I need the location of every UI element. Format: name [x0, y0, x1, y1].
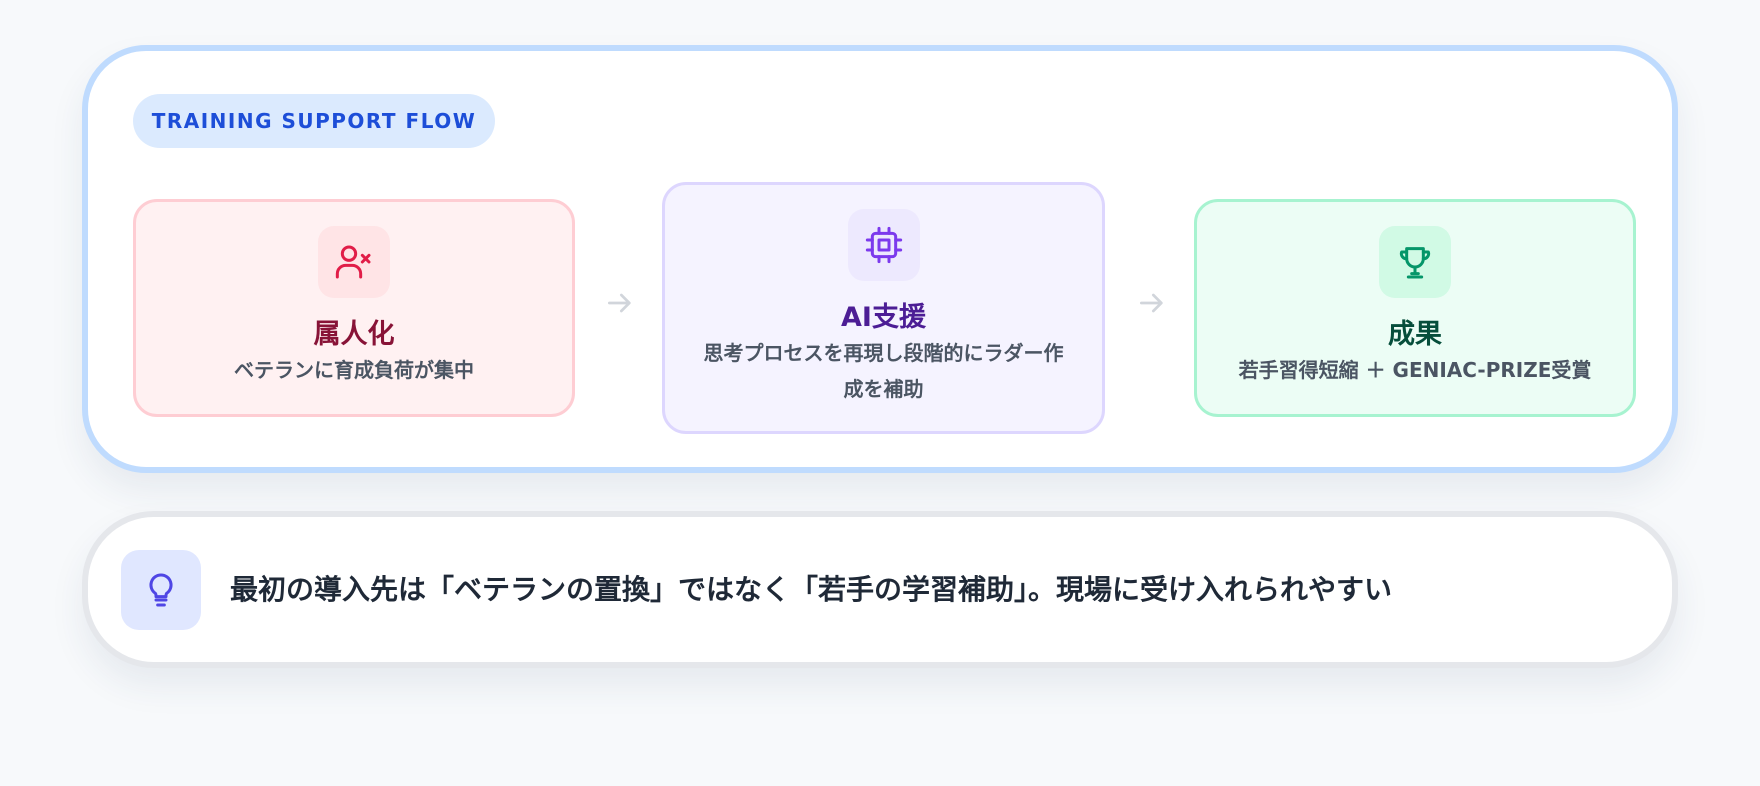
step-card-person-dependency: 属人化 ベテランに育成負荷が集中 [133, 199, 575, 417]
step-description: 若手習得短縮 ＋ GENIAC-PRIZE受賞 [1238, 358, 1592, 382]
trophy-icon [1379, 226, 1451, 298]
flow-tag: TRAINING SUPPORT FLOW [133, 94, 495, 148]
arrow-right-icon [600, 283, 640, 323]
step-title: AI支援 [841, 302, 926, 333]
arrow-right-icon [1132, 283, 1172, 323]
cpu-chip-icon [847, 209, 920, 281]
step-description: ベテランに育成負荷が集中 [234, 358, 474, 382]
training-flow-panel: TRAINING SUPPORT FLOW 属人化 ベテランに育成負荷が集中 [82, 45, 1678, 473]
key-insight-panel: 最初の導入先は「ベテランの置換」ではなく「若手の学習補助」。現場に受け入れられや… [82, 511, 1678, 668]
lightbulb-icon [121, 550, 201, 630]
step-title: 属人化 [313, 319, 395, 350]
insight-text: 最初の導入先は「ベテランの置換」ではなく「若手の学習補助」。現場に受け入れられや… [230, 573, 1393, 606]
step-title: 成果 [1388, 319, 1442, 350]
step-card-ai-support: AI支援 思考プロセスを再現し段階的にラダー作成を補助 [662, 182, 1105, 434]
user-x-icon [318, 226, 390, 298]
step-description: 思考プロセスを再現し段階的にラダー作成を補助 [703, 341, 1064, 401]
step-card-results: 成果 若手習得短縮 ＋ GENIAC-PRIZE受賞 [1194, 199, 1636, 417]
